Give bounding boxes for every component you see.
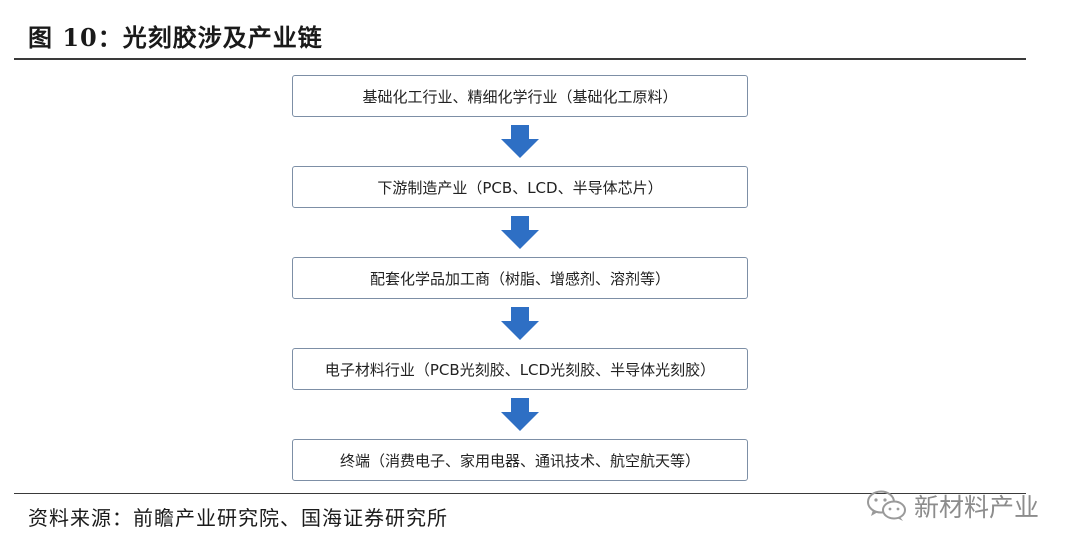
down-arrow-icon — [501, 124, 539, 158]
down-arrow-icon — [501, 306, 539, 340]
flow-arrow — [292, 117, 748, 166]
figure-title: 图 10：光刻胶涉及产业链 — [28, 23, 323, 52]
flow-step-label: 基础化工行业、精细化学行业（基础化工原料） — [362, 87, 678, 106]
watermark: 新材料产业 — [866, 488, 1039, 524]
flow-step-chemical-processors: 配套化学品加工商（树脂、增感剂、溶剂等） — [292, 257, 748, 299]
title-divider — [14, 58, 1026, 60]
flow-step-terminals: 终端（消费电子、家用电器、通讯技术、航空航天等） — [292, 439, 748, 481]
down-arrow-icon — [501, 215, 539, 249]
flow-step-label: 终端（消费电子、家用电器、通讯技术、航空航天等） — [339, 451, 700, 470]
source-divider — [14, 493, 1026, 494]
flow-arrow — [292, 390, 748, 439]
down-arrow-icon — [501, 397, 539, 431]
figure-source: 资料来源：前瞻产业研究院、国海证券研究所 — [28, 506, 448, 530]
industry-chain-flow: 基础化工行业、精细化学行业（基础化工原料） 下游制造产业（PCB、LCD、半导体… — [292, 75, 748, 481]
flow-arrow — [292, 299, 748, 348]
flow-step-electronic-materials: 电子材料行业（PCB光刻胶、LCD光刻胶、半导体光刻胶） — [292, 348, 748, 390]
flow-step-basic-chemicals: 基础化工行业、精细化学行业（基础化工原料） — [292, 75, 748, 117]
flow-step-label: 下游制造产业（PCB、LCD、半导体芯片） — [377, 178, 663, 197]
flow-arrow — [292, 208, 748, 257]
flow-step-label: 电子材料行业（PCB光刻胶、LCD光刻胶、半导体光刻胶） — [324, 360, 716, 379]
flow-step-label: 配套化学品加工商（树脂、增感剂、溶剂等） — [369, 269, 670, 288]
wechat-icon — [867, 490, 906, 521]
watermark-text: 新材料产业 — [914, 493, 1040, 522]
flow-step-downstream-manufacturing: 下游制造产业（PCB、LCD、半导体芯片） — [292, 166, 748, 208]
